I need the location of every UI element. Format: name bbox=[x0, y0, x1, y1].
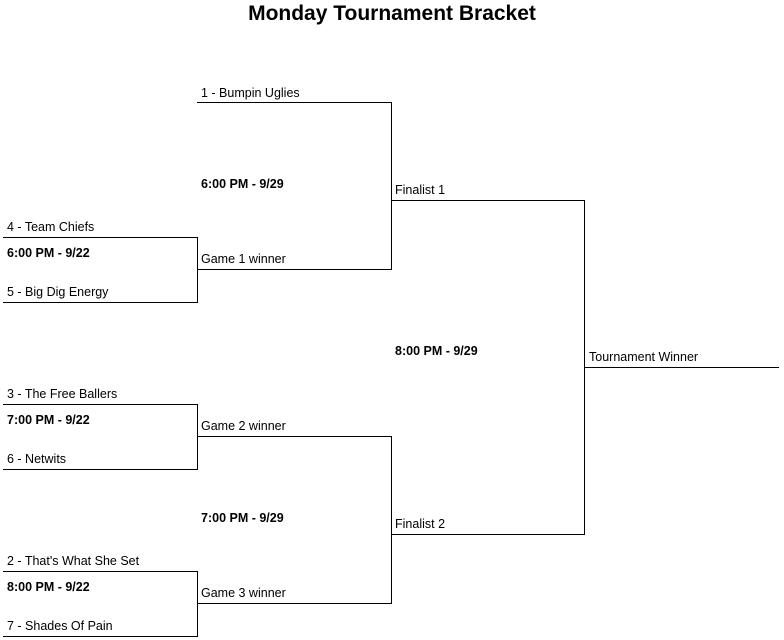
game1-top-team: 4 - Team Chiefs bbox=[7, 220, 95, 234]
semifinal2-time: 7:00 PM - 9/29 bbox=[201, 511, 284, 525]
final-time: 8:00 PM - 9/29 bbox=[395, 344, 478, 358]
game1-bottom-team: 5 - Big Dig Energy bbox=[7, 285, 109, 299]
game1-connector bbox=[197, 237, 198, 303]
game2-bottom-team: 6 - Netwits bbox=[7, 452, 67, 466]
game2-connector bbox=[197, 404, 198, 470]
game1-top-line bbox=[3, 237, 198, 238]
semifinal1-top-line bbox=[197, 102, 392, 103]
semifinal1-bottom-line bbox=[197, 269, 392, 270]
game1-bottom-line bbox=[3, 302, 198, 303]
final-top-line bbox=[391, 200, 585, 201]
semifinal2-top-line bbox=[197, 436, 392, 437]
game3-bottom-line bbox=[3, 636, 198, 637]
game2-top-line bbox=[3, 404, 198, 405]
game3-connector bbox=[197, 571, 198, 637]
page-title: Monday Tournament Bracket bbox=[248, 2, 536, 25]
semifinal2-connector bbox=[391, 436, 392, 604]
game3-time: 8:00 PM - 9/22 bbox=[7, 580, 90, 594]
game3-bottom-team: 7 - Shades Of Pain bbox=[7, 619, 113, 633]
game3-top-team: 2 - That's What She Set bbox=[7, 554, 140, 568]
game2-bottom-line bbox=[3, 469, 198, 470]
game1-time: 6:00 PM - 9/22 bbox=[7, 246, 90, 260]
semifinal2-top-team: Game 2 winner bbox=[201, 419, 286, 433]
game3-top-line bbox=[3, 571, 198, 572]
semifinal1-time: 6:00 PM - 9/29 bbox=[201, 177, 284, 191]
game2-top-team: 3 - The Free Ballers bbox=[7, 387, 118, 401]
semifinal1-connector bbox=[391, 102, 392, 270]
tournament-winner-line bbox=[584, 367, 779, 368]
tournament-winner-label: Tournament Winner bbox=[589, 350, 699, 364]
semifinal2-bottom-team: Game 3 winner bbox=[201, 586, 286, 600]
semifinal1-bottom-team: Game 1 winner bbox=[201, 252, 286, 266]
final-bottom-team: Finalist 2 bbox=[395, 517, 446, 531]
final-bottom-line bbox=[391, 534, 585, 535]
game2-time: 7:00 PM - 9/22 bbox=[7, 413, 90, 427]
semifinal2-bottom-line bbox=[197, 603, 392, 604]
final-top-team: Finalist 1 bbox=[395, 183, 446, 197]
semifinal1-top-team: 1 - Bumpin Uglies bbox=[201, 86, 300, 100]
